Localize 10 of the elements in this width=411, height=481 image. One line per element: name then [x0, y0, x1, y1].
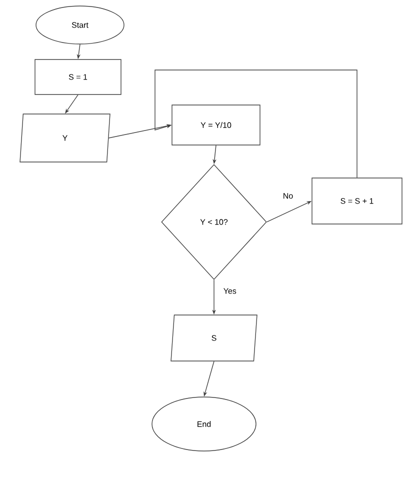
arrow — [154, 70, 358, 178]
process-box: Y = Y/10 — [172, 104, 260, 146]
process-box: S = 1 — [34, 59, 122, 95]
start-terminal: Start — [36, 6, 124, 44]
end-terminal: End — [152, 396, 256, 452]
edge-label: Yes — [222, 287, 238, 295]
edge-label: No — [282, 192, 294, 200]
output-parallelogram: S — [170, 314, 258, 362]
process-box: S = S + 1 — [312, 178, 402, 224]
input-parallelogram: Y — [20, 114, 110, 162]
